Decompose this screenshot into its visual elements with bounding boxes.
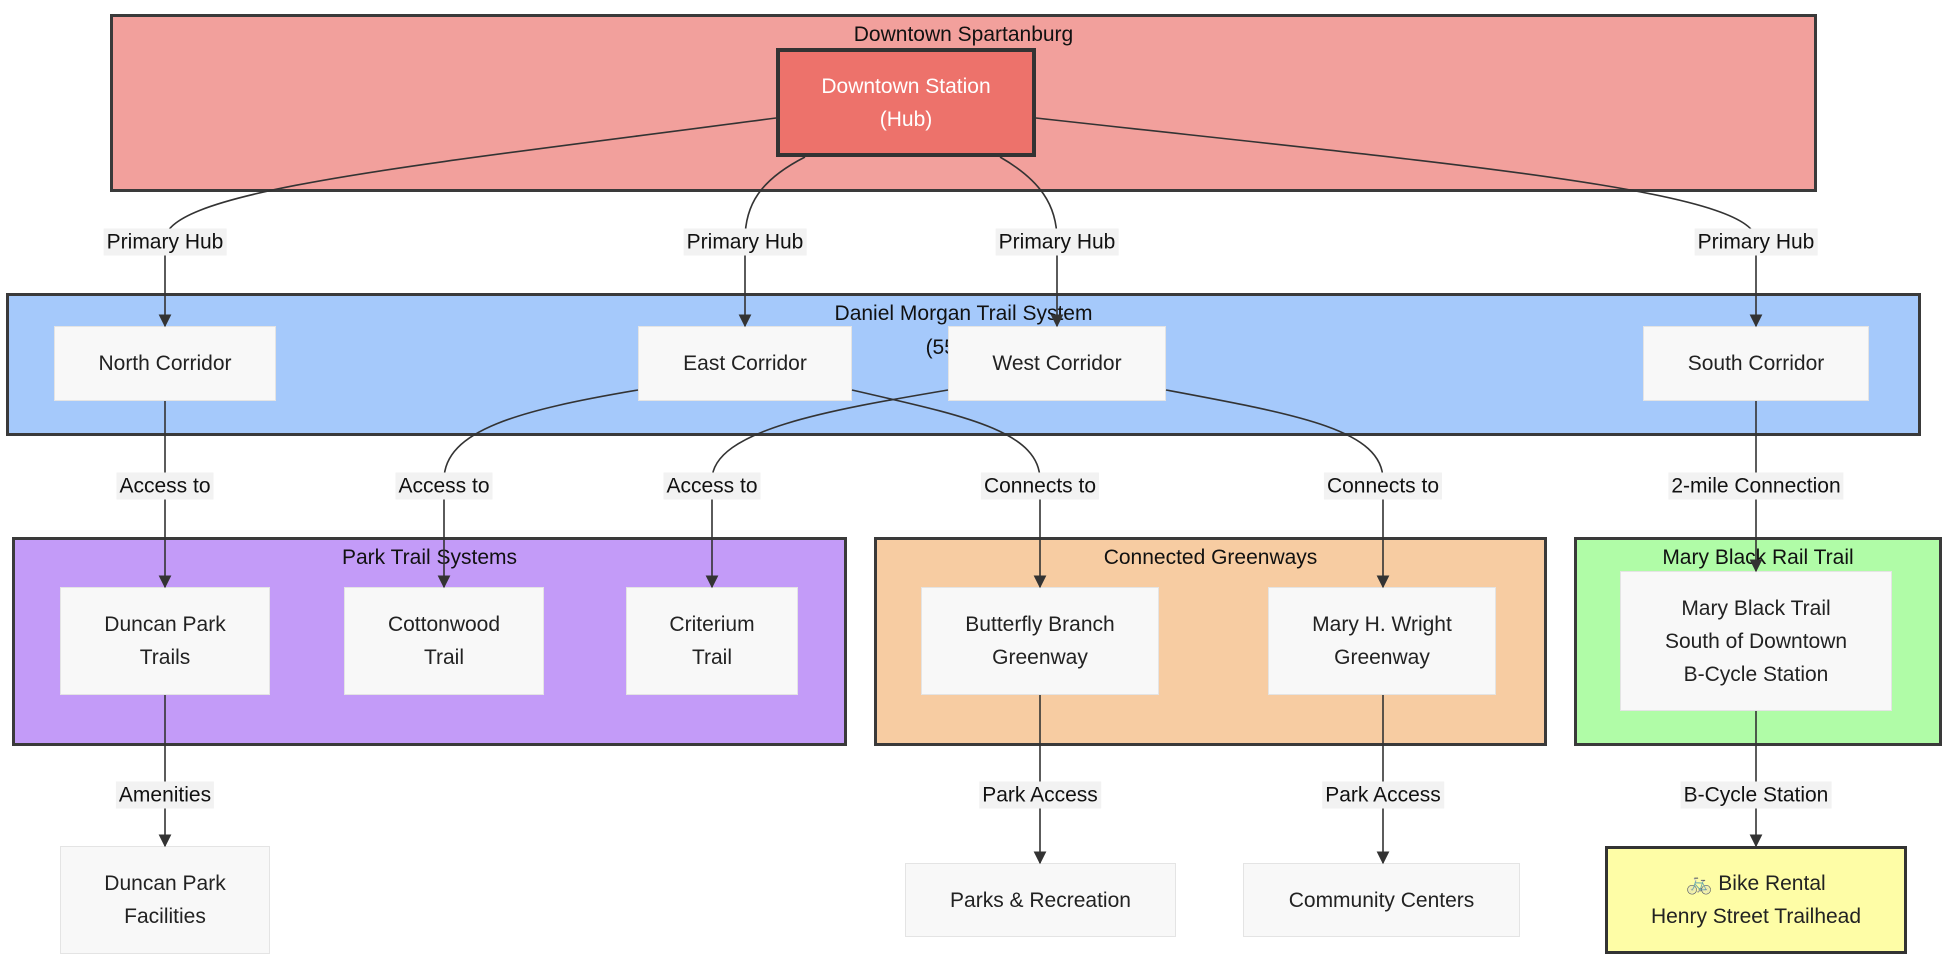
edge-east-cottonwood [437, 389, 639, 589]
node-south-corridor[interactable]: South Corridor [1643, 326, 1869, 401]
edge-west-criterium [705, 389, 949, 589]
cluster-downtown-spartanburg: Downtown Spartanburg [110, 14, 1817, 192]
node-label-line: Community Centers [1288, 888, 1475, 912]
edge-label-west-criterium: Access to [663, 472, 761, 500]
edge-label-butterfly-parks: Park Access [979, 781, 1101, 809]
edge-label-hub-west: Primary Hub [995, 228, 1119, 256]
node-east-corridor[interactable]: East Corridor [638, 326, 852, 401]
edge-label-south-maryblack: 2-mile Connection [1668, 472, 1844, 500]
node-label-line: Downtown Station [821, 74, 991, 98]
node-label-line: East Corridor [683, 352, 807, 375]
node-parks-recreation[interactable]: Parks & Recreation [905, 863, 1176, 937]
node-label-line: B-Cycle Station [1683, 662, 1829, 686]
cluster-title: Connected Greenways [1103, 546, 1318, 569]
cluster-daniel-morgan-trail: Daniel Morgan Trail System (55-mile [6, 293, 1921, 436]
node-label-line: Trail [691, 646, 733, 669]
node-north-corridor[interactable]: North Corridor [54, 326, 276, 401]
edge-label-north-duncan: Access to [116, 472, 214, 500]
node-label-line: Duncan Park [104, 613, 226, 636]
node-label-line: Trail [423, 646, 465, 669]
edge-label-maryblack-rental: B-Cycle Station [1680, 781, 1832, 809]
node-label-line: Parks & Recreation [950, 888, 1131, 912]
node-label-line: Duncan Park [104, 872, 226, 895]
node-label-line: Greenway [992, 646, 1088, 669]
edge-hub-south [1035, 117, 1763, 328]
edge-west-wright [1165, 389, 1390, 589]
edge-label-wright-community: Park Access [1322, 781, 1444, 809]
node-label-line: Mary Black Trail [1681, 596, 1831, 620]
edge-hub-north [158, 117, 777, 328]
cluster-title-line: Daniel Morgan Trail System [834, 302, 1093, 325]
node-community-centers[interactable]: Community Centers [1243, 863, 1520, 937]
edge-label-west-wright: Connects to [1323, 472, 1443, 500]
cluster-title: Downtown Spartanburg [853, 23, 1074, 46]
edge-label-east-butterfly: Connects to [980, 472, 1100, 500]
node-label-line: Criterium [669, 613, 755, 636]
node-downtown-station-hub[interactable]: Downtown Station (Hub) [776, 48, 1036, 157]
node-label-line: Greenway [1334, 646, 1430, 669]
edge-label-hub-north: Primary Hub [103, 228, 227, 256]
node-label-line: Trails [139, 646, 191, 669]
cluster-title: Mary Black Rail Trail [1662, 546, 1854, 569]
node-label-line: Mary H. Wright [1312, 613, 1452, 636]
edge-east-butterfly [851, 389, 1047, 589]
node-label-line: South Corridor [1687, 352, 1825, 375]
node-label-line: North Corridor [98, 352, 232, 375]
node-label-line: (Hub) [879, 107, 933, 131]
node-label-line: 🚲 Bike Rental [1686, 872, 1826, 895]
node-label-line: West Corridor [992, 352, 1122, 375]
node-label-line: Henry Street Trailhead [1650, 905, 1862, 928]
node-label-line: Butterfly Branch [965, 613, 1115, 636]
node-label-line: South of Downtown [1664, 629, 1848, 653]
node-west-corridor[interactable]: West Corridor [948, 326, 1166, 401]
edge-label-hub-east: Primary Hub [683, 228, 807, 256]
node-label-line: Cottonwood [387, 613, 501, 636]
node-label-line: Facilities [124, 905, 206, 928]
edge-label-duncan-facilities: Amenities [115, 781, 215, 809]
edge-label-hub-south: Primary Hub [1694, 228, 1818, 256]
edge-label-east-cottonwood: Access to [395, 472, 493, 500]
cluster-title: Park Trail Systems [341, 546, 518, 569]
